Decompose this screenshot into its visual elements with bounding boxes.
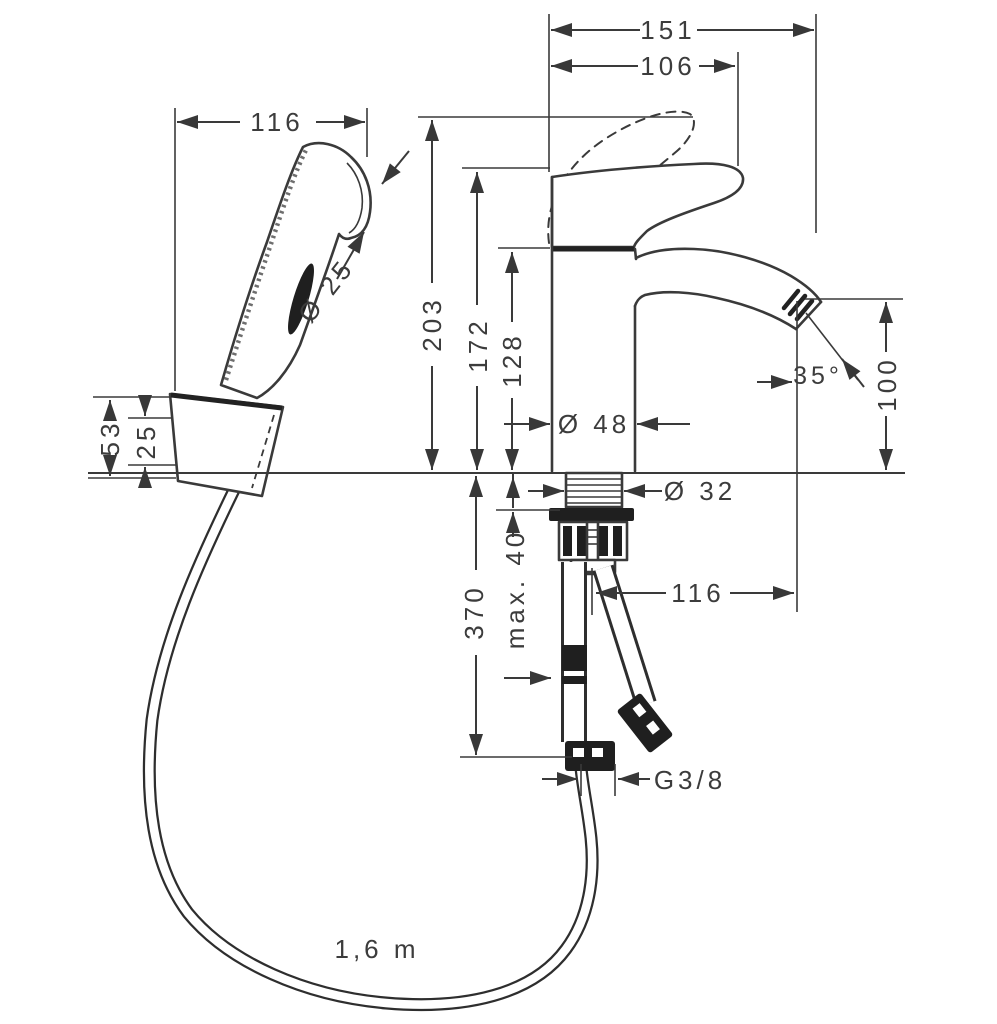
- dimension-outlet-offset: 116: [591, 568, 794, 615]
- label-116-top: 116: [250, 107, 303, 137]
- dimension-spout-height: 128: [497, 247, 550, 470]
- shower-hose-loop: [142, 487, 599, 1012]
- label-g38: G3/8: [654, 765, 726, 795]
- label-d32: Ø 32: [664, 476, 736, 506]
- label-max40: max. 40: [500, 529, 530, 650]
- shank-threads: [567, 478, 621, 504]
- dimension-max-deck-thickness: max. 40: [496, 474, 560, 649]
- label-d48: Ø 48: [558, 409, 630, 439]
- label-172: 172: [463, 317, 493, 372]
- threaded-shank: [564, 471, 624, 509]
- hose-inner: [145, 488, 597, 1009]
- label-106: 106: [640, 51, 695, 81]
- dimension-hose-drop: 370: [459, 476, 572, 758]
- label-53: 53: [95, 420, 125, 457]
- dimension-outlet-clearance: 100: [805, 298, 903, 470]
- lever-handle: [550, 162, 745, 249]
- popup-rod-hatch: [588, 529, 597, 545]
- hand-shower: [219, 141, 372, 400]
- spray-face-rim: [346, 162, 364, 234]
- angled-hose-inner: [595, 565, 654, 707]
- dimension-lever-height: 172: [462, 167, 550, 470]
- dimension-holder-clamp: 25: [128, 395, 176, 488]
- mounting-flange: [549, 508, 634, 521]
- g38-connector: [565, 741, 615, 771]
- spray-mode-button: [288, 263, 314, 335]
- label-35deg: 35°: [793, 362, 843, 390]
- dimension-tail-diameter: Ø 32: [528, 476, 736, 506]
- dimension-spray-angle: 35°: [757, 301, 865, 612]
- dimension-hand-shower-length: 116: [174, 107, 368, 391]
- mounting-hardware: [549, 471, 634, 576]
- label-hose-length: 1,6 m: [334, 934, 419, 964]
- shower-holder: [168, 392, 285, 498]
- dimension-spout-reach: 106: [551, 51, 739, 166]
- dimension-base-diameter: Ø 48: [504, 409, 690, 439]
- hose-crimp-band: [562, 645, 587, 671]
- label-100: 100: [872, 356, 902, 411]
- label-128: 128: [497, 332, 527, 387]
- label-151: 151: [640, 15, 695, 45]
- faucet: [547, 110, 823, 473]
- dimension-total-height: 203: [417, 116, 693, 470]
- label-25: 25: [131, 423, 161, 460]
- label-370: 370: [459, 584, 489, 639]
- hand-shower-body: [219, 141, 372, 400]
- dimension-holder-height: 53: [88, 396, 176, 479]
- angled-connector: [617, 693, 673, 753]
- holder-clamp-edge: [170, 392, 283, 411]
- spout-top-edge: [634, 247, 823, 304]
- spout-under-edge: [633, 290, 798, 331]
- hose-crimp-band-2: [562, 676, 587, 684]
- label-203: 203: [417, 296, 447, 351]
- nut-slots: [563, 526, 622, 556]
- dimension-overall-depth: 151: [548, 14, 817, 233]
- lever-raised-dashed: [547, 110, 695, 247]
- holder-inner-dash: [251, 414, 275, 489]
- dimension-supply-connection: G3/8: [542, 764, 726, 796]
- label-116-bottom: 116: [671, 578, 724, 608]
- holder-body: [168, 392, 285, 498]
